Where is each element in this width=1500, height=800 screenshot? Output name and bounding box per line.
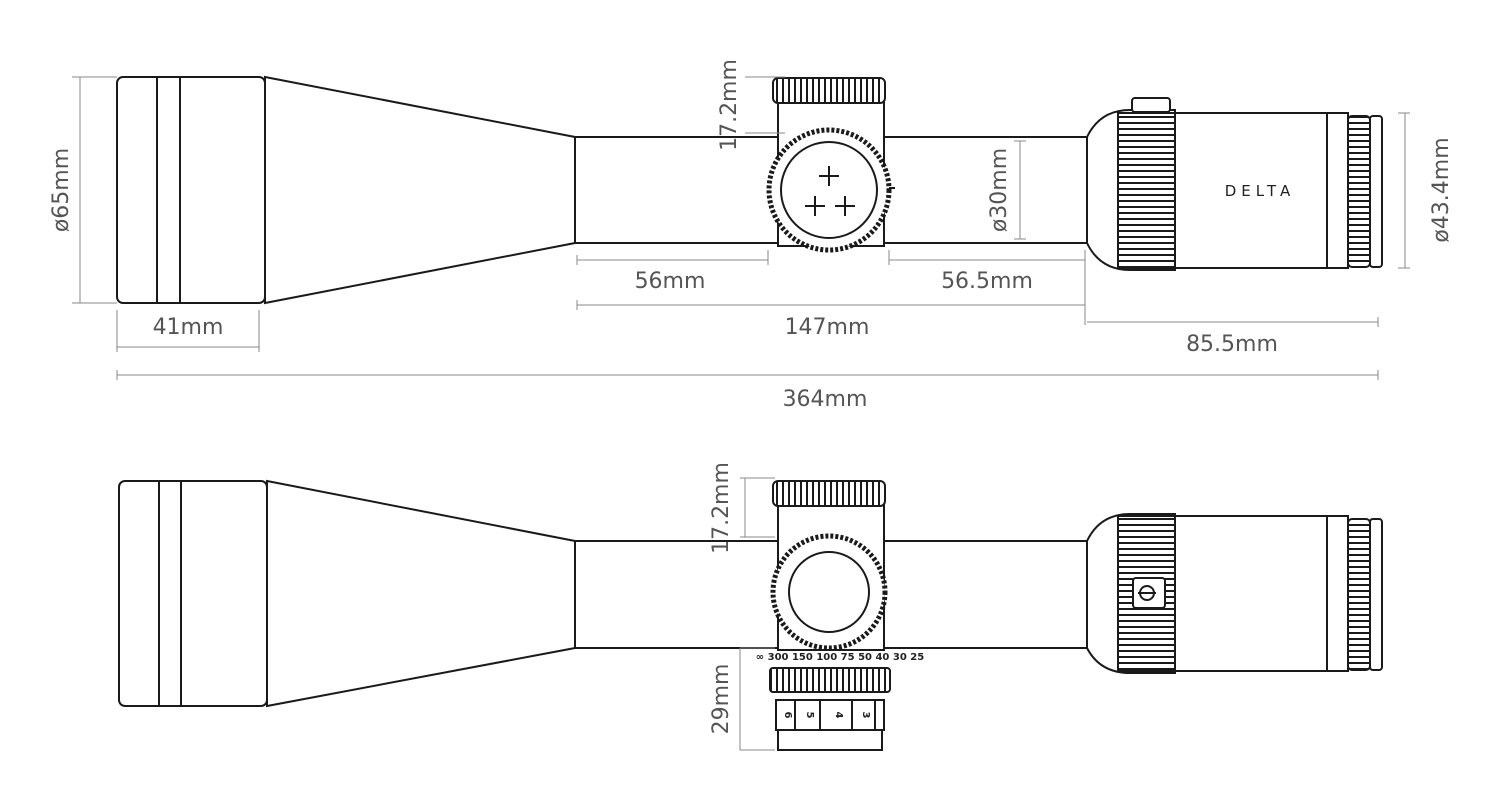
eyepiece-body <box>1174 515 1349 672</box>
dim-bottom-turret-height: 29mm <box>709 664 734 735</box>
scope-top-view: DELTA <box>116 75 1383 305</box>
mag-mark: 5 <box>804 712 815 719</box>
objective-cone <box>266 479 576 708</box>
eyepiece-body <box>1174 112 1349 269</box>
parallax-scale: ∞ 300 150 100 75 50 40 30 25 <box>756 652 924 663</box>
dim-eyepiece-diameter: ø43.4mm <box>1429 137 1454 242</box>
dim-tube-diameter: ø30mm <box>987 148 1012 232</box>
eyepiece-end <box>1369 115 1383 268</box>
windage-turret <box>769 667 891 693</box>
mag-mark: 3 <box>860 712 871 719</box>
power-ring <box>1117 112 1176 269</box>
throw-lever <box>1131 97 1171 113</box>
turret-base <box>777 729 883 751</box>
windage-turret <box>780 141 878 239</box>
dim-objective-length: 41mm <box>153 315 224 340</box>
dim-objective-diameter: ø65mm <box>49 148 74 232</box>
mag-mark: 4 <box>833 712 844 719</box>
diopter-ring <box>1347 115 1371 268</box>
objective-cone <box>264 75 576 305</box>
dim-rear-tube: 56.5mm <box>941 269 1033 294</box>
parallax-cap <box>788 551 870 633</box>
dim-turret-height: 17.2mm <box>709 462 734 554</box>
objective-bell <box>116 76 266 304</box>
dim-front-tube: 56mm <box>635 269 706 294</box>
elevation-turret <box>772 77 886 104</box>
side-dimensions: 17.2mm 29mm <box>709 462 775 751</box>
objective-bell <box>118 480 268 707</box>
brand-logo: DELTA <box>1225 182 1296 200</box>
top-dimensions: 17.2mm ø65mm ø30mm ø43.4mm 56mm 56.5mm 1… <box>49 59 1454 412</box>
dim-tube-length: 147mm <box>785 315 870 340</box>
elevation-turret <box>772 480 886 507</box>
scope-side-view: ∞ 300 150 100 75 50 40 30 25 6 5 4 3 <box>118 479 1383 751</box>
diopter-ring <box>1347 518 1371 671</box>
mag-mark: 6 <box>782 712 793 719</box>
dim-eyepiece-length: 85.5mm <box>1186 332 1278 357</box>
dim-turret-height: 17.2mm <box>717 59 742 151</box>
reticle-icon <box>805 166 855 216</box>
dim-total-length: 364mm <box>783 387 868 412</box>
eyepiece-end <box>1369 518 1383 671</box>
